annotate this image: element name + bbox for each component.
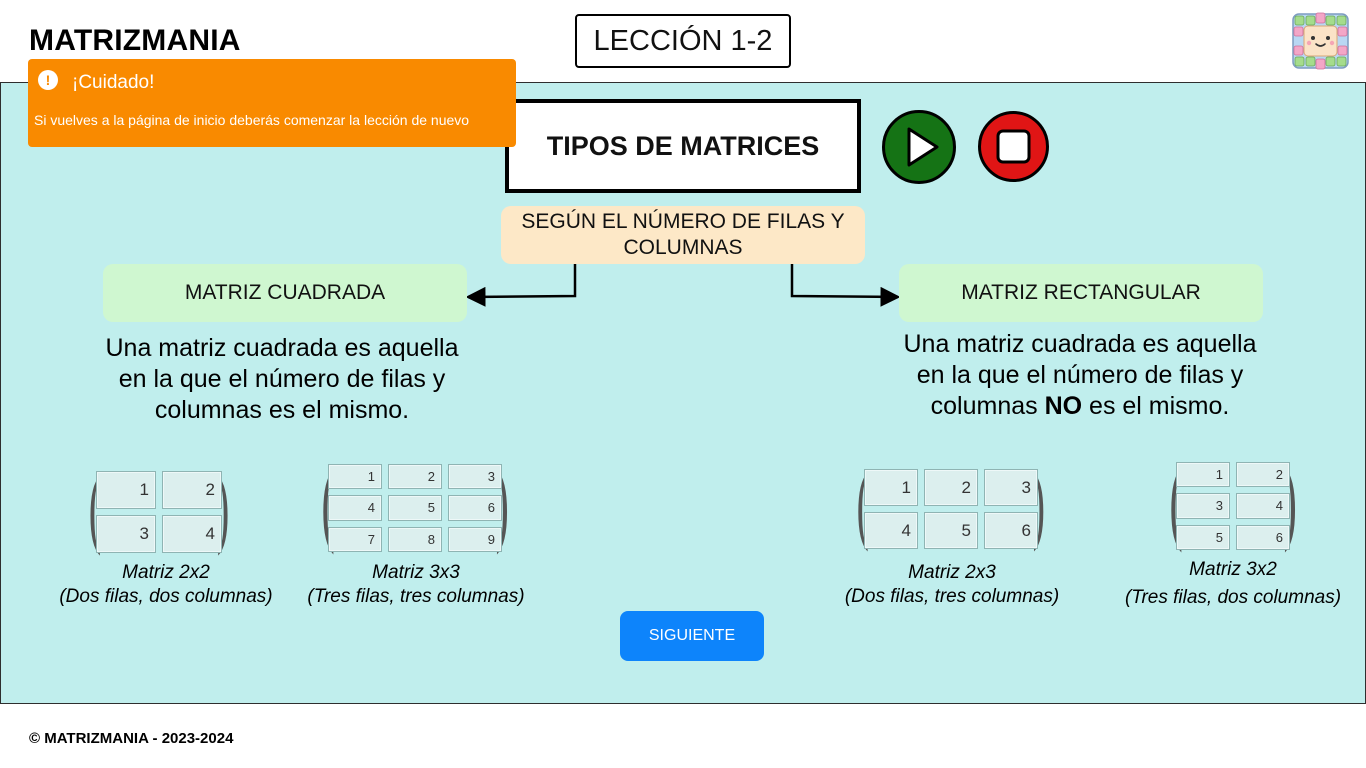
lesson-topic-title: TIPOS DE MATRICES — [505, 99, 861, 193]
caption-name: Matriz 3x3 — [372, 562, 460, 583]
description-text-after: es el mismo. — [1082, 392, 1230, 420]
caption-name: Matriz 3x2 — [1189, 559, 1277, 580]
play-button[interactable] — [882, 110, 956, 184]
matrix-2x2-caption: Matriz 2x2 (Dos filas, dos columnas) — [46, 561, 286, 609]
matrix-cell: 5 — [388, 495, 442, 521]
classification-criteria: SEGÚN EL NÚMERO DE FILAS Y COLUMNAS — [501, 206, 865, 264]
matrix-cell: 2 — [388, 464, 442, 490]
matrix-cell: 7 — [328, 526, 382, 552]
play-icon — [907, 127, 939, 167]
matrix-cell: 4 — [864, 512, 918, 549]
caption-name: Matriz 2x2 — [122, 562, 210, 583]
matrix-cell: 2 — [924, 469, 978, 506]
footer-copyright: © MATRIZMANIA - 2023-2024 — [29, 730, 234, 747]
matrix-cell: 2 — [162, 471, 222, 509]
matrix-cell: 3 — [1176, 493, 1230, 519]
matrix-cell: 4 — [328, 495, 382, 521]
matrix-cell: 4 — [162, 515, 222, 553]
toast-title: ¡Cuidado! — [72, 72, 155, 93]
smiling-square-mascot-icon[interactable] — [1292, 12, 1349, 70]
matrix-cell: 6 — [448, 495, 502, 521]
square-matrix-description: Una matriz cuadrada es aquella en la que… — [105, 334, 459, 424]
matrix-3x3-caption: Matriz 3x3 (Tres filas, tres columnas) — [296, 561, 536, 609]
matrix-cell: 1 — [1176, 462, 1230, 488]
matrix-cell: 3 — [984, 469, 1038, 506]
toast-message: Si vuelves a la página de inicio deberás… — [34, 112, 470, 128]
matrix-cell: 3 — [96, 515, 156, 553]
description-text-before: Una matriz cuadrada es aquella en la que… — [903, 330, 1257, 420]
matrix-cell: 3 — [448, 464, 502, 490]
exclamation-icon: ! — [38, 70, 58, 90]
rectangular-matrix-description: Una matriz cuadrada es aquella en la que… — [900, 329, 1260, 422]
caption-detail: (Tres filas, dos columnas) — [1124, 587, 1342, 608]
category-rectangular-matrix: MATRIZ RECTANGULAR — [899, 264, 1263, 322]
stop-icon — [996, 129, 1031, 164]
brand-title: MATRIZMANIA — [29, 24, 241, 57]
next-button[interactable]: SIGUIENTE — [620, 611, 764, 661]
caption-detail: (Tres filas, tres columnas) — [307, 586, 525, 607]
matrix-cell: 1 — [96, 471, 156, 509]
matrix-cell: 1 — [328, 464, 382, 490]
matrix-cell: 4 — [1236, 493, 1290, 519]
matrix-cell: 2 — [1236, 462, 1290, 488]
matrix-cell: 5 — [1176, 524, 1230, 550]
stop-button[interactable] — [978, 111, 1049, 182]
matrix-3x2-caption: Matriz 3x2 (Tres filas, dos columnas) — [1112, 558, 1354, 610]
matrix-cell: 1 — [864, 469, 918, 506]
matrix-cell: 6 — [984, 512, 1038, 549]
matrix-cell: 6 — [1236, 524, 1290, 550]
matrix-cell: 9 — [448, 526, 502, 552]
caption-name: Matriz 2x3 — [908, 562, 996, 583]
matrix-2x3-caption: Matriz 2x3 (Dos filas, tres columnas) — [832, 561, 1072, 609]
warning-toast: ! ¡Cuidado! Si vuelves a la página de in… — [28, 59, 516, 147]
description-emphasis: NO — [1044, 392, 1083, 420]
caption-detail: (Dos filas, tres columnas) — [844, 586, 1060, 607]
lesson-label: LECCIÓN 1-2 — [575, 14, 791, 68]
matrix-cell: 5 — [924, 512, 978, 549]
matrix-cell: 8 — [388, 526, 442, 552]
category-square-matrix: MATRIZ CUADRADA — [103, 264, 467, 322]
caption-detail: (Dos filas, dos columnas) — [59, 586, 273, 607]
